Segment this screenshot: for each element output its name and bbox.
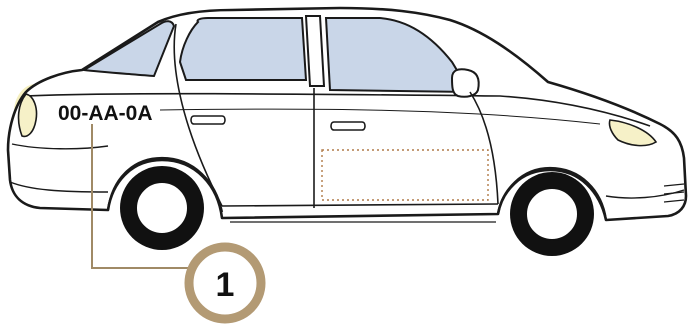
front-door-handle xyxy=(331,122,365,130)
b-pillar xyxy=(306,16,324,86)
plate-label: 00-AA-0A xyxy=(58,102,153,125)
rear-hub xyxy=(136,182,188,234)
rear-door-handle xyxy=(191,116,225,124)
callout-number: 1 xyxy=(216,266,235,304)
side-mirror xyxy=(452,69,479,96)
rear-door-window xyxy=(180,18,306,80)
front-hub xyxy=(526,188,578,240)
